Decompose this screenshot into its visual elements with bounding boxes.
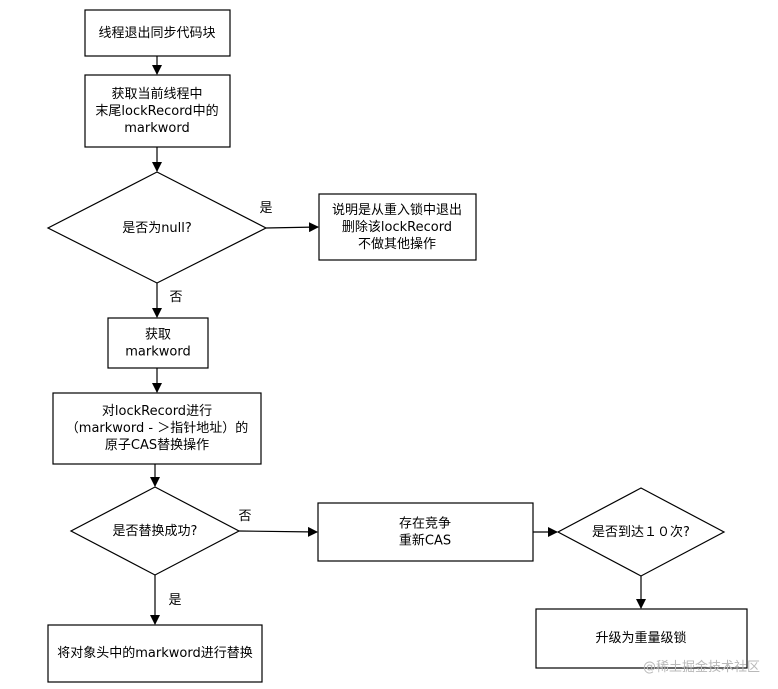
node-text-line: 对lockRecord进行 bbox=[102, 404, 212, 419]
edge-label-replace-no: 否 bbox=[238, 509, 251, 524]
node-text-line: 删除该lockRecord bbox=[342, 220, 452, 235]
node-text-line: 线程退出同步代码块 bbox=[98, 26, 215, 41]
node-replace-markword: 将对象头中的markword进行替换 bbox=[47, 624, 263, 683]
node-text-line: 不做其他操作 bbox=[358, 236, 436, 252]
node-replace-markword-text: 将对象头中的markword进行替换 bbox=[57, 645, 252, 661]
edge-null-yes bbox=[265, 222, 319, 233]
node-start-text: 线程退出同步代码块 bbox=[98, 26, 215, 41]
watermark: @稀土掘金技术社区 bbox=[642, 660, 760, 675]
node-text-line: 升级为重量级锁 bbox=[595, 630, 686, 646]
node-text-line: 获取当前线程中 bbox=[111, 86, 202, 102]
node-text-line: 获取 bbox=[145, 328, 171, 343]
edge-replace-no bbox=[238, 526, 318, 537]
decision-replace-ok-text: 是否替换成功? bbox=[113, 524, 198, 539]
decision-is-null-text: 是否为null? bbox=[122, 221, 192, 236]
node-upgrade-text: 升级为重量级锁 bbox=[595, 630, 686, 646]
decision-replace-ok: 是否替换成功? bbox=[69, 486, 241, 576]
node-upgrade: 升级为重量级锁 bbox=[535, 608, 748, 669]
node-cas-op: 对lockRecord进行（markword - ＞指针地址）的原子CAS替换操… bbox=[52, 392, 262, 465]
node-text-line: 末尾lockRecord中的 bbox=[95, 103, 218, 119]
decision-reach-ten-text: 是否到达１０次? bbox=[592, 524, 690, 540]
edge-label-replace-yes: 是 bbox=[168, 593, 181, 608]
edge-label-null-no: 否 bbox=[169, 290, 182, 305]
node-text-line: （markword - ＞指针地址）的 bbox=[66, 420, 248, 436]
node-text-line: markword bbox=[125, 345, 190, 360]
node-fetch-markword: 获取 markword bbox=[107, 317, 209, 369]
node-contention: 存在竞争重新CAS bbox=[317, 502, 534, 562]
node-fetch-last-text: 获取当前线程中末尾lockRecord中的 markword bbox=[95, 86, 218, 136]
node-fetch-last: 获取当前线程中末尾lockRecord中的 markword bbox=[84, 74, 231, 148]
node-text-line: markword bbox=[124, 121, 189, 136]
node-text-line: 是否为null? bbox=[122, 221, 192, 236]
node-fetch-markword-text: 获取 markword bbox=[125, 328, 190, 360]
node-text-line: 存在竞争 bbox=[399, 516, 451, 532]
node-start: 线程退出同步代码块 bbox=[84, 9, 231, 57]
edge-label-null-yes: 是 bbox=[259, 201, 272, 216]
node-text-line: 原子CAS替换操作 bbox=[105, 437, 209, 453]
node-text-line: 将对象头中的markword进行替换 bbox=[57, 645, 252, 661]
decision-is-null: 是否为null? bbox=[46, 171, 268, 284]
node-contention-text: 存在竞争重新CAS bbox=[399, 516, 451, 549]
node-text-line: 说明是从重入锁中退出 bbox=[332, 202, 462, 218]
node-text-line: 重新CAS bbox=[399, 533, 451, 549]
decision-reach-ten: 是否到达１０次? bbox=[556, 487, 726, 577]
node-cas-op-text: 对lockRecord进行（markword - ＞指针地址）的原子CAS替换操… bbox=[66, 404, 248, 453]
node-text-line: 是否到达１０次? bbox=[592, 524, 690, 540]
node-text-line: 是否替换成功? bbox=[113, 524, 198, 539]
